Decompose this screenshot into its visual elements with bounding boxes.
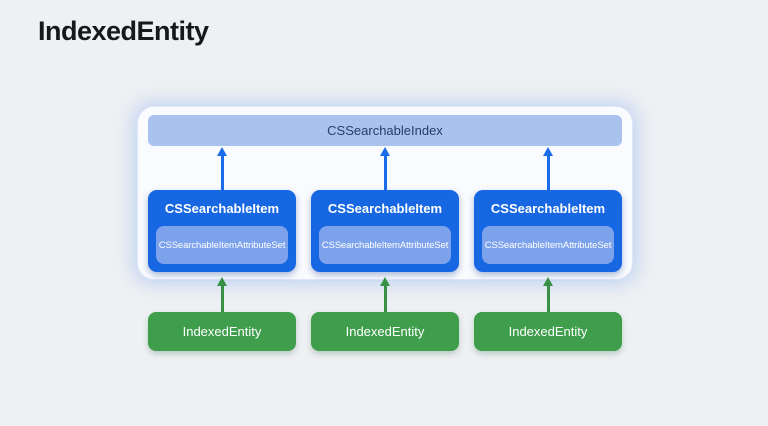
- arrow-head: [217, 147, 227, 156]
- attributeset-box: CSSearchableItemAttributeSet: [156, 226, 288, 264]
- cssearchableitem-label: CSSearchableItem: [327, 200, 443, 216]
- arrow-head: [380, 147, 390, 156]
- cssearchableindex-label: CSSearchableIndex: [327, 123, 443, 138]
- indexedentity-box: IndexedEntity: [148, 312, 296, 351]
- arrow-head: [217, 277, 227, 286]
- cssearchableitem-box: CSSearchableItem CSSearchableItemAttribu…: [311, 190, 459, 272]
- cssearchableitem-label: CSSearchableItem: [164, 200, 280, 216]
- attributeset-label: CSSearchableItemAttributeSet: [484, 239, 612, 251]
- arrow-stem: [383, 156, 387, 190]
- attributeset-box: CSSearchableItemAttributeSet: [482, 226, 614, 264]
- searchable-index-container: CSSearchableIndex CSSearchableItem CSSea…: [138, 107, 632, 279]
- indexedentity-box: IndexedEntity: [474, 312, 622, 351]
- indexedentity-label: IndexedEntity: [508, 324, 588, 339]
- up-arrow-icon: [379, 147, 391, 190]
- up-arrow-icon: [542, 147, 554, 190]
- arrow-head: [380, 277, 390, 286]
- arrow-head: [543, 277, 553, 286]
- cssearchableitem-box: CSSearchableItem CSSearchableItemAttribu…: [148, 190, 296, 272]
- up-arrow-icon: [216, 277, 228, 312]
- indexedentity-label: IndexedEntity: [345, 324, 425, 339]
- arrow-stem: [546, 156, 550, 190]
- arrow-stem: [220, 286, 224, 312]
- attributeset-box: CSSearchableItemAttributeSet: [319, 226, 451, 264]
- up-arrow-icon: [379, 277, 391, 312]
- up-arrow-icon: [216, 147, 228, 190]
- arrow-stem: [220, 156, 224, 190]
- arrow-stem: [383, 286, 387, 312]
- arrow-stem: [546, 286, 550, 312]
- indexedentity-label: IndexedEntity: [182, 324, 262, 339]
- attributeset-label: CSSearchableItemAttributeSet: [158, 239, 286, 251]
- attributeset-label: CSSearchableItemAttributeSet: [321, 239, 449, 251]
- arrow-head: [543, 147, 553, 156]
- cssearchableindex-box: CSSearchableIndex: [148, 115, 622, 146]
- page-title: IndexedEntity: [38, 16, 209, 46]
- indexedentity-box: IndexedEntity: [311, 312, 459, 351]
- cssearchableitem-label: CSSearchableItem: [490, 200, 606, 216]
- cssearchableitem-box: CSSearchableItem CSSearchableItemAttribu…: [474, 190, 622, 272]
- up-arrow-icon: [542, 277, 554, 312]
